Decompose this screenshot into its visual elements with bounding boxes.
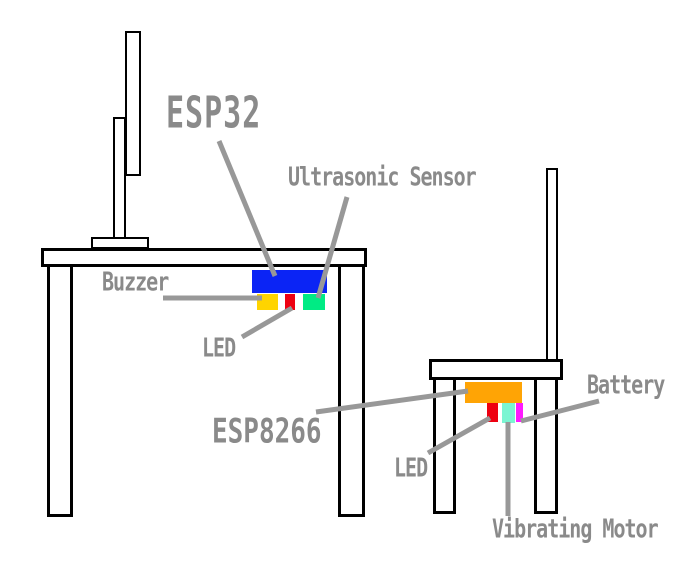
- desk-leg-left: [47, 264, 73, 517]
- chair-back-post: [546, 168, 558, 362]
- vibrating-motor-component: [502, 403, 515, 423]
- led-desk-leader-line: [240, 305, 294, 340]
- esp32-label: ESP32: [166, 88, 262, 140]
- battery-component: [516, 403, 523, 422]
- chair-leg-left: [433, 377, 456, 514]
- battery-leader-line: [520, 398, 600, 424]
- chair-seat: [429, 359, 563, 380]
- desk-leg-right: [338, 264, 365, 517]
- esp32-board: [252, 270, 327, 293]
- monitor-stand: [113, 117, 126, 239]
- led-desk-label: LED: [202, 331, 236, 363]
- chair-leg-right: [534, 377, 558, 514]
- battery-label: Battery: [587, 368, 665, 400]
- buzzer-component: [257, 294, 278, 310]
- led-desk-component: [285, 294, 295, 310]
- desk-top: [41, 248, 367, 267]
- monitor-screen: [125, 31, 141, 176]
- esp8266-board: [465, 382, 522, 403]
- led-chair-component: [487, 403, 498, 422]
- vibrating-motor-label: Vibrating Motor: [492, 512, 659, 544]
- buzzer-label: Buzzer: [102, 265, 169, 297]
- led-chair-label: LED: [394, 451, 428, 483]
- ultrasonic-sensor-label: Ultrasonic Sensor: [288, 160, 477, 192]
- ultrasonic-sensor-component: [303, 294, 325, 310]
- esp8266-label: ESP8266: [212, 412, 322, 452]
